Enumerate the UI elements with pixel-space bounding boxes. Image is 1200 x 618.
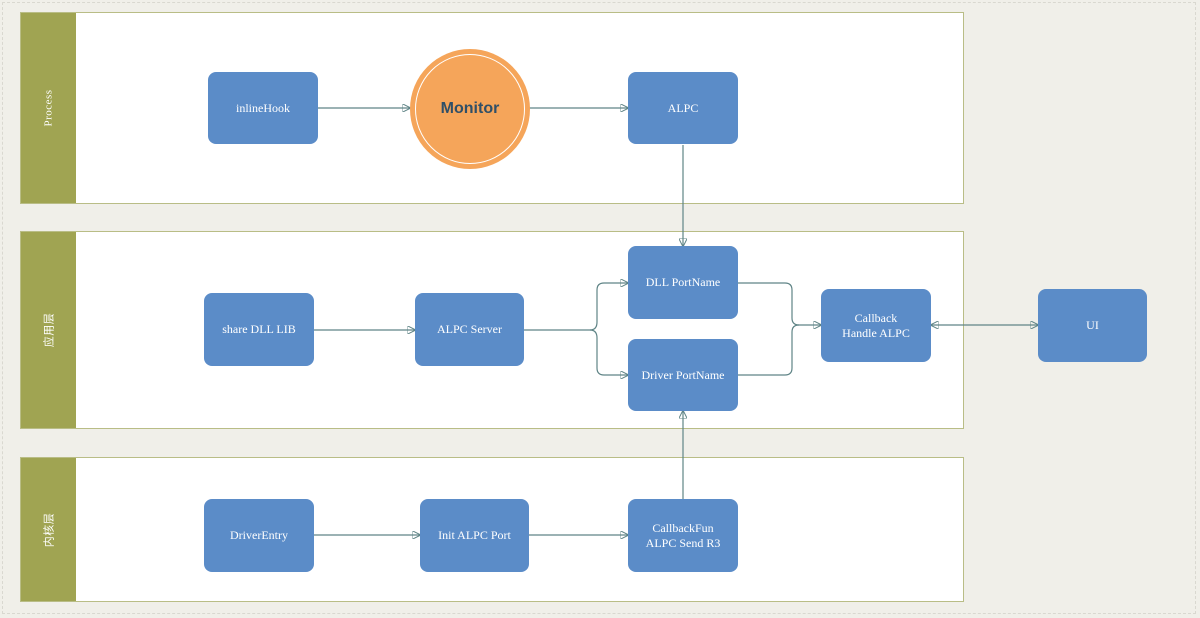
node-driver-portname[interactable]: Driver PortName — [628, 339, 738, 411]
lane-header-process: Process — [21, 13, 76, 203]
edge-alpcserver-driverportname — [589, 329, 628, 375]
edge-dllportname-callback — [738, 282, 821, 325]
node-driverentry[interactable]: DriverEntry — [204, 499, 314, 572]
node-callbackfun-alpc-send-r3[interactable]: CallbackFun ALPC Send R3 — [628, 499, 738, 572]
lane-header-kernel: 内核层 — [21, 458, 76, 601]
lane-header-app: 应用层 — [21, 232, 76, 428]
node-init-alpc-port[interactable]: Init ALPC Port — [420, 499, 529, 572]
node-callback-handle-alpc[interactable]: Callback Handle ALPC — [821, 289, 931, 362]
node-dll-portname[interactable]: DLL PortName — [628, 246, 738, 319]
monitor-label: Monitor — [440, 100, 500, 117]
node-monitor[interactable]: Monitor — [410, 49, 530, 169]
edge-alpcserver-dllportname — [524, 283, 628, 331]
node-share-dll-lib[interactable]: share DLL LIB — [204, 293, 314, 366]
node-inlinehook[interactable]: inlineHook — [208, 72, 318, 144]
node-alpc[interactable]: ALPC — [628, 72, 738, 144]
node-ui[interactable]: UI — [1038, 289, 1147, 362]
node-alpc-server[interactable]: ALPC Server — [415, 293, 524, 366]
lane-process: Process — [20, 12, 964, 204]
monitor-inner-ring: Monitor — [415, 54, 525, 164]
edge-driverportname-callback — [738, 324, 800, 376]
